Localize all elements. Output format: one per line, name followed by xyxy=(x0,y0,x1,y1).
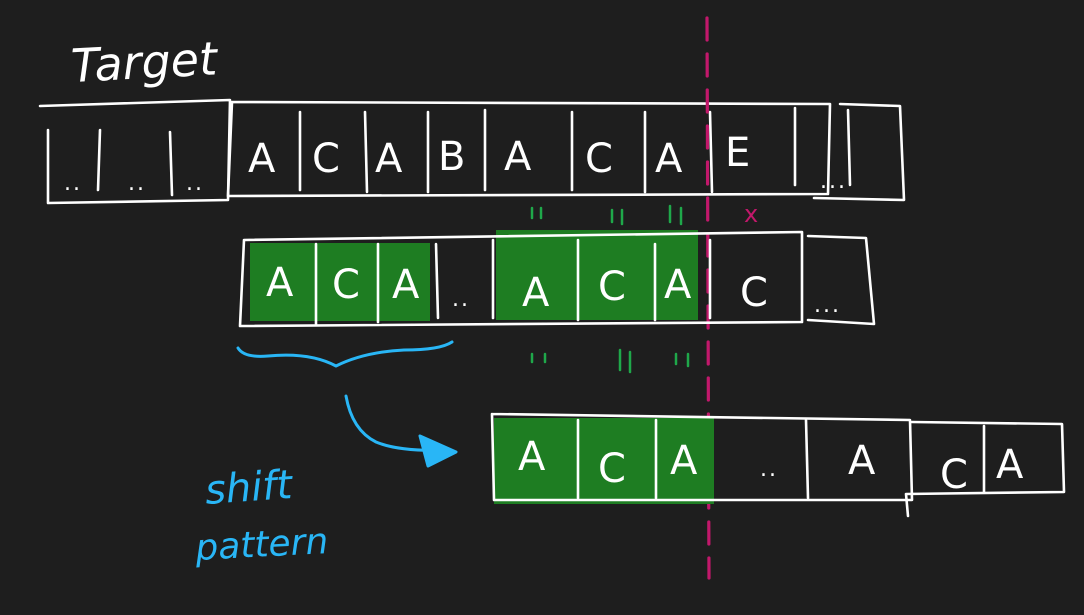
pattern-cell-1: A xyxy=(266,260,294,306)
pattern-cell-8: C xyxy=(740,270,768,316)
target-label: Target xyxy=(70,31,220,93)
target-prefix-dots-3: .. xyxy=(186,171,204,196)
target-suffix-box xyxy=(812,102,906,202)
target-main-box xyxy=(226,100,832,198)
target-prefix-dots-1: .. xyxy=(64,171,82,196)
target-cell-7: A xyxy=(655,136,683,182)
target-cell-4: B xyxy=(438,134,465,180)
match-marks-top xyxy=(530,204,683,226)
shifted-cell-7: A xyxy=(996,442,1024,488)
pattern-row: A C A .. A C A C ... xyxy=(238,230,876,328)
target-row: .. .. .. A C A B A C A E ... xyxy=(38,98,906,205)
shifted-tail-box xyxy=(904,420,1066,518)
shifted-cell-6: C xyxy=(940,452,968,498)
pattern-suffix-dots: ... xyxy=(814,293,841,318)
pattern-box xyxy=(238,230,804,328)
shifted-row: A C A .. A C A xyxy=(490,412,1066,518)
shifted-cell-4: .. xyxy=(760,457,778,482)
pattern-cell-4: .. xyxy=(452,287,470,312)
target-cell-2: C xyxy=(312,136,340,182)
mismatch-mark: x xyxy=(744,200,758,228)
target-cell-8: E xyxy=(725,130,750,176)
shift-label-line1: shift xyxy=(203,462,294,514)
pattern-cell-3: A xyxy=(392,262,420,308)
target-cell-1: A xyxy=(248,136,276,182)
pattern-cell-7: A xyxy=(664,262,692,308)
pattern-suffix-box xyxy=(806,234,876,326)
pattern-cell-5: A xyxy=(522,270,550,316)
target-suffix-dots: ... xyxy=(820,169,847,194)
pattern-prefix-highlight xyxy=(250,243,430,321)
shifted-cell-3: A xyxy=(670,438,698,484)
shifted-cell-5: A xyxy=(848,438,876,484)
prefix-brace xyxy=(236,340,454,368)
match-marks-bottom xyxy=(530,348,690,374)
target-cell-3: A xyxy=(375,136,403,182)
pattern-cell-6: C xyxy=(598,264,626,310)
target-prefix-dots-2: .. xyxy=(128,171,146,196)
shifted-prefix-highlight xyxy=(494,418,714,504)
shift-arrow-head xyxy=(418,434,458,468)
pattern-cell-2: C xyxy=(332,262,360,308)
target-cell-5: A xyxy=(504,134,532,180)
shift-label-line2: pattern xyxy=(193,521,329,569)
target-prefix-box xyxy=(38,98,232,205)
target-cell-6: C xyxy=(585,136,613,182)
shifted-box xyxy=(490,412,914,502)
shifted-cell-2: C xyxy=(598,446,626,492)
pattern-suffix-highlight xyxy=(496,230,698,320)
shifted-cell-1: A xyxy=(518,434,546,480)
